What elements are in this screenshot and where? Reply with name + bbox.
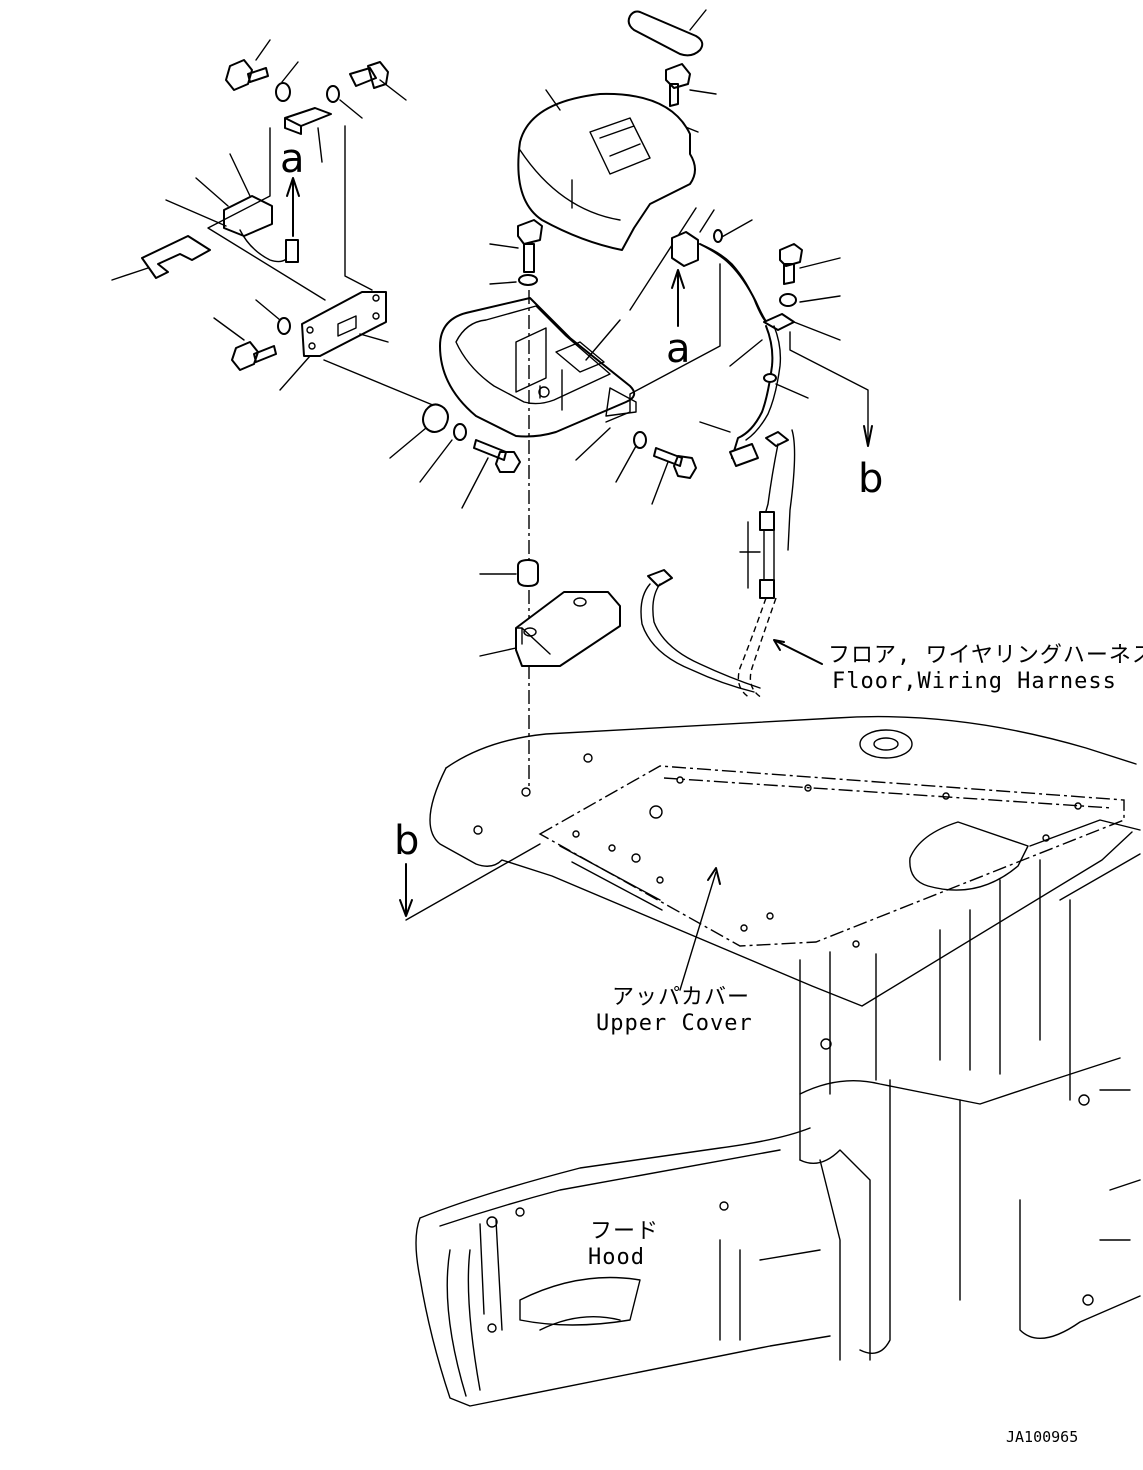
center-housing-assembly: [389, 9, 717, 790]
right-harness-assembly: a b: [605, 209, 883, 699]
drawing-number: JA100965: [1006, 1428, 1078, 1446]
hood-outline: [415, 1127, 831, 1407]
upper-cover-label-jp: アッパカバー: [612, 985, 750, 1010]
text-labels: フロア, ワイヤリングハーネス Floor,Wiring Harness アッパ…: [588, 643, 1143, 1446]
bolt-lower-right: [653, 447, 697, 479]
connector-mate: [765, 431, 789, 447]
bolt-top-right: [349, 61, 389, 89]
floor-harness-plug: [647, 569, 673, 587]
bolt-top-left: [225, 59, 269, 91]
clip-bracket: [284, 107, 332, 135]
floor-harness-label-jp: フロア, ワイヤリングハーネス: [828, 643, 1143, 668]
console-cover: [517, 92, 696, 251]
connector-small: [285, 239, 299, 263]
washer-lower-left: [453, 423, 467, 441]
bolt-top-center: [665, 63, 691, 107]
upper-cover-outline: [445, 715, 1137, 769]
harness-junction-1: [759, 511, 775, 531]
base-plate: [515, 591, 621, 667]
bolt-side-left: [231, 341, 277, 371]
harness-clip-1: [713, 229, 723, 243]
washer-side-left: [277, 317, 291, 335]
washer-right: [779, 293, 797, 307]
washer-lower-right: [633, 431, 647, 449]
bolt-lower-left: [473, 439, 521, 473]
view-a-label-left: a: [280, 136, 305, 182]
floor-harness-label-en: Floor,Wiring Harness: [832, 669, 1117, 694]
washer-top-left: [275, 82, 291, 102]
harness-junction-2: [759, 579, 775, 599]
connector-harness: [729, 443, 759, 467]
mounting-bracket: [301, 291, 387, 357]
grommet: [422, 403, 449, 433]
upper-cover-label-en: Upper Cover: [596, 1011, 753, 1036]
view-a-label-right: a: [666, 326, 691, 372]
washer-center: [518, 274, 538, 286]
console-housing: [439, 297, 636, 438]
u-shim: [141, 235, 211, 279]
bolt-right: [779, 243, 803, 285]
harness-bracket: [763, 313, 795, 331]
connector-top-right: [671, 231, 699, 267]
left-bracket-assembly: a: [111, 39, 441, 409]
top-cap: [627, 10, 704, 57]
view-b-label-right: b: [858, 456, 883, 502]
washer-top-mid: [326, 85, 340, 103]
hood-label-jp: フード: [590, 1219, 659, 1244]
harness-clip-2: [763, 373, 777, 383]
bolt-long-center: [517, 219, 543, 273]
view-b-label-left: b: [394, 818, 419, 864]
spacer: [517, 559, 539, 587]
frame-assembly: b: [394, 715, 1141, 1407]
switch-body: [223, 195, 273, 237]
hood-label-en: Hood: [588, 1245, 645, 1270]
